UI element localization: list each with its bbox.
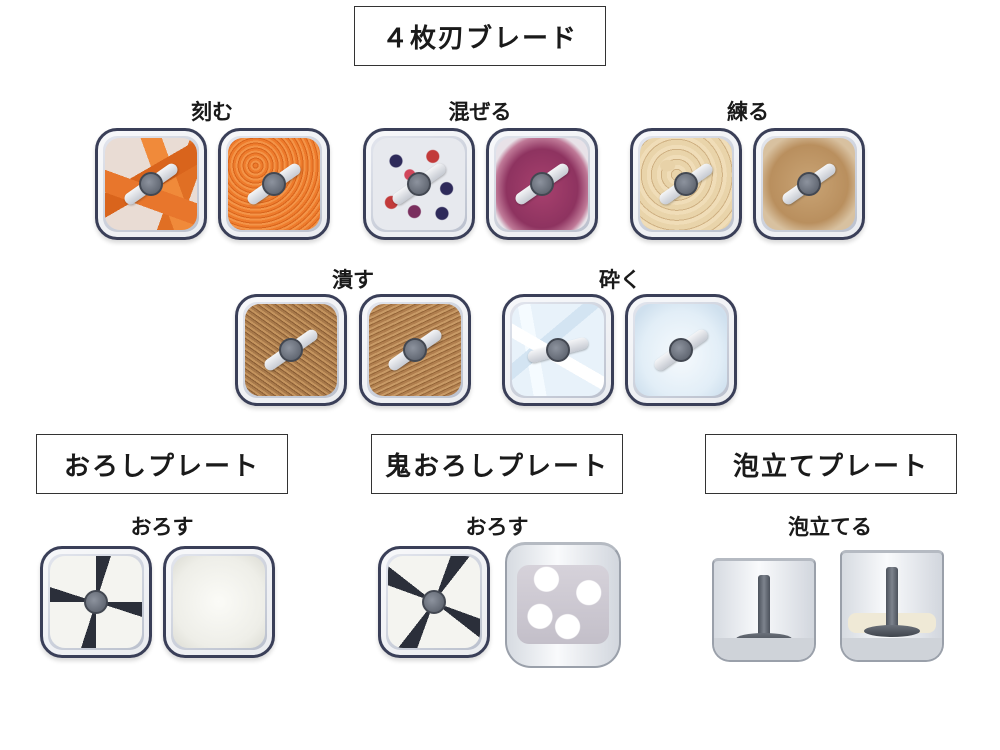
- cup-whisk-empty: [712, 558, 816, 662]
- section-grater: おろしプレート: [36, 434, 288, 494]
- ice-cubes: [512, 304, 604, 396]
- blade-hub: [674, 172, 698, 196]
- label-grate-1: おろす: [130, 515, 194, 539]
- bowl-grated-radish: [163, 546, 275, 658]
- label-break: 砕く: [599, 268, 641, 292]
- bowl-peanut-paste: [753, 128, 865, 240]
- blade-hub: [669, 338, 693, 362]
- cup-oni-grated: [505, 542, 621, 668]
- label-knead: 練る: [727, 100, 769, 124]
- blade-hub: [530, 172, 554, 196]
- blade-hub: [403, 338, 427, 362]
- whisk-shaft: [886, 567, 898, 631]
- label-mix: 混ぜる: [448, 100, 512, 124]
- section-four-blade: ４枚刃ブレード: [354, 6, 606, 66]
- section-whisk-title: 泡立てプレート: [732, 451, 929, 482]
- bowl-radish: [40, 546, 152, 658]
- bowl-carrot-pieces: [95, 128, 207, 240]
- bowl-sesame: [235, 294, 347, 406]
- blade-hub: [546, 338, 570, 362]
- bowl-crushed-ice: [625, 294, 737, 406]
- label-chop: 刻む: [191, 100, 233, 124]
- bowl-radish-oni: [378, 546, 490, 658]
- bowl-sesame-ground: [359, 294, 471, 406]
- blade-hub: [139, 172, 163, 196]
- section-four-blade-title: ４枚刃ブレード: [381, 23, 578, 54]
- section-whisk: 泡立てプレート: [705, 434, 957, 494]
- label-whip: 泡立てる: [788, 515, 872, 539]
- bowl-berry-paste: [486, 128, 598, 240]
- bowl-carrot-grated: [218, 128, 330, 240]
- whisk-disc: [864, 625, 920, 637]
- section-oni-grater: 鬼おろしプレート: [371, 434, 623, 494]
- whisk-shaft: [758, 575, 770, 639]
- cup-base: [842, 638, 942, 660]
- grated-radish-lumps: [517, 565, 609, 644]
- cup-base: [714, 638, 814, 660]
- blade-hub: [797, 172, 821, 196]
- bowl-ice: [502, 294, 614, 406]
- section-oni-grater-title: 鬼おろしプレート: [384, 451, 609, 482]
- grated-radish: [173, 556, 265, 648]
- blade-hub: [407, 172, 431, 196]
- blade-hub: [262, 172, 286, 196]
- bowl-berries: [363, 128, 475, 240]
- cup-whisk-cream: [840, 550, 944, 662]
- blade-hub: [279, 338, 303, 362]
- bowl-peanuts: [630, 128, 742, 240]
- label-grate-2: おろす: [465, 515, 529, 539]
- section-grater-title: おろしプレート: [63, 451, 260, 482]
- plate-hub: [422, 590, 446, 614]
- label-crush: 潰す: [332, 268, 374, 292]
- plate-hub: [84, 590, 108, 614]
